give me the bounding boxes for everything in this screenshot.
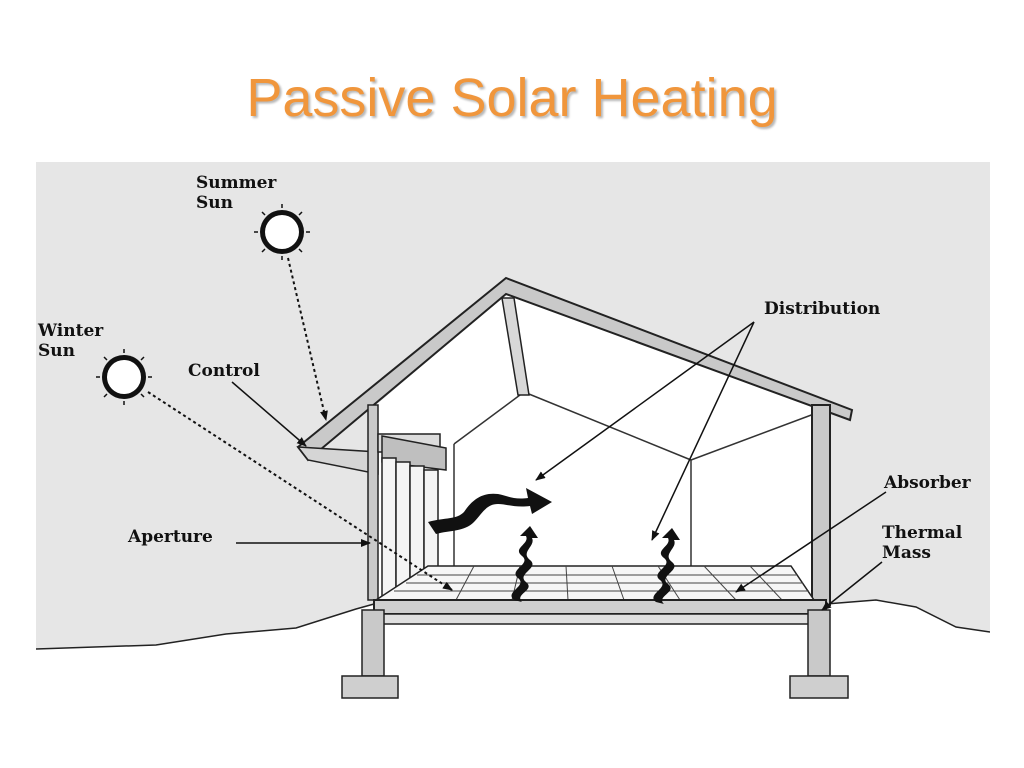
ground bbox=[36, 600, 990, 742]
thermal-mass-leader bbox=[821, 561, 883, 611]
south-wall-header bbox=[367, 404, 379, 601]
foundation-left-stem bbox=[361, 609, 385, 677]
winter-sun-label-line1: Winter bbox=[37, 321, 104, 341]
ceiling-lines bbox=[453, 391, 815, 567]
foundation-left-footing bbox=[341, 675, 399, 699]
distribution-label: Distribution bbox=[764, 299, 880, 319]
thermal-mass-slab bbox=[373, 599, 827, 615]
rising-heat-right bbox=[653, 528, 680, 604]
foundation-right-stem bbox=[807, 609, 831, 677]
rising-heat-left bbox=[511, 526, 538, 602]
winter-sun-label-line2: Sun bbox=[38, 341, 75, 361]
control-leader bbox=[231, 381, 307, 447]
ridge-beam bbox=[501, 297, 530, 396]
absorber-label: Absorber bbox=[883, 473, 972, 493]
distribution-leader-2 bbox=[651, 321, 755, 541]
slab-base bbox=[373, 613, 827, 625]
north-wall bbox=[811, 404, 831, 606]
winter-sun-icon bbox=[96, 349, 152, 405]
summer-sun-icon bbox=[254, 204, 310, 260]
control-label: Control bbox=[188, 361, 260, 381]
thermal-mass-label-line1: Thermal bbox=[882, 523, 963, 543]
passive-solar-diagram: Summer Sun Winter Sun Control Aperture D… bbox=[36, 162, 990, 742]
distribution-leader-1 bbox=[535, 321, 755, 481]
foundation-right-footing bbox=[789, 675, 849, 699]
summer-sun-ray bbox=[287, 257, 328, 421]
thermal-mass-label-line2: Mass bbox=[882, 543, 931, 563]
aperture-windows bbox=[381, 457, 439, 601]
winter-sun-ray bbox=[147, 391, 453, 591]
slide-title: Passive Solar Heating bbox=[246, 68, 778, 128]
summer-sun-label-line1: Summer bbox=[196, 173, 277, 193]
summer-sun-label-line2: Sun bbox=[196, 193, 233, 213]
ground-line bbox=[36, 599, 990, 650]
aperture-label: Aperture bbox=[127, 527, 213, 547]
heat-flow-arrow bbox=[428, 488, 552, 534]
absorber-leader bbox=[735, 491, 887, 593]
house-interior bbox=[376, 294, 814, 602]
